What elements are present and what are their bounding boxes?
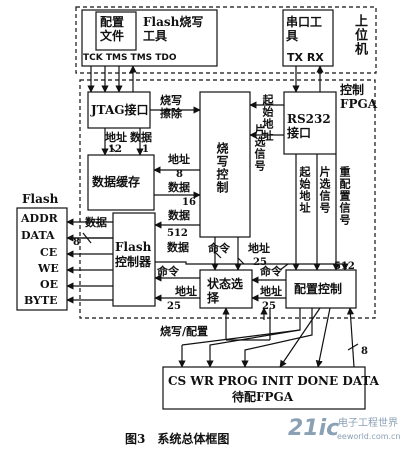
watermark-url: eeworld.com.cn <box>337 432 400 441</box>
rs232-block <box>283 91 337 155</box>
flash-chip-box <box>16 207 68 311</box>
sig-addr-a: 地址 <box>248 242 270 255</box>
flash-tool-box <box>81 9 218 67</box>
sig-n8-b: 8 <box>73 237 80 248</box>
sig-burn-config: 烧写/配置 <box>160 325 209 338</box>
sig-buf-data: 数据 <box>168 181 190 194</box>
sig-fc-data-2: 数据 <box>167 241 189 254</box>
sig-cmd-a: 命令 <box>208 242 230 255</box>
buffer-block <box>87 154 155 211</box>
sig-n8-a: 8 <box>176 169 183 180</box>
sig-n512-b: 512 <box>334 261 355 272</box>
target-pins-label: CS WR PROG INIT DONE DATA <box>168 374 379 388</box>
serial-tool-box <box>282 9 334 67</box>
sig-cmd-b: 命令 <box>157 265 179 278</box>
sig-jtag-addr: 地址 <box>105 131 127 144</box>
watermark-logo: 21ic <box>288 416 340 441</box>
flash-ctrl-block <box>112 212 156 307</box>
flash-pin-data: DATA <box>21 229 55 242</box>
buffer-block-label: 数据缓存 <box>92 175 141 189</box>
flash-pin-addr: ADDR <box>21 212 58 225</box>
burn-ctrl-label: 烧写控制 <box>215 142 229 194</box>
sig-buf-addr: 地址 <box>168 153 190 166</box>
state-block-label: 状态选择 <box>207 277 244 305</box>
jtag-pins-label: TCK TMS TMS TDO <box>83 53 177 63</box>
sig-n25-a: 25 <box>253 257 267 268</box>
sig-n12: 12 <box>108 144 122 155</box>
target-fpga-box <box>162 366 366 410</box>
sig-chip-sel-a: 片选信号 <box>253 124 266 172</box>
sig-n512-a: 512 <box>167 228 188 239</box>
sig-burn-erase: 烧写擦除 <box>160 94 182 120</box>
flash-ctrl-label: Flash控制器 <box>115 240 152 269</box>
figure-caption: 图3 系统总体框图 <box>125 432 230 446</box>
burn-ctrl-block <box>199 91 251 238</box>
flash-pin-we: WE <box>38 262 59 275</box>
config-file-box <box>95 11 137 51</box>
sig-n25-c: 25 <box>262 301 276 312</box>
rs232-block-label: RS232接口 <box>287 112 331 140</box>
sig-jtag-data: 数据 <box>130 131 152 144</box>
jtag-block-label: JTAG接口 <box>91 103 149 117</box>
config-ctrl-label: 配置控制 <box>294 282 343 296</box>
target-title: 待配FPGA <box>232 390 294 404</box>
flash-pin-byte: BYTE <box>24 294 58 307</box>
config-file-label: 配置文件 <box>100 15 125 43</box>
sig-start-addr-b: 起始地址 <box>298 166 311 214</box>
sig-flash-data: 数据 <box>85 216 107 229</box>
fpga-title: 控制FPGA <box>340 83 378 111</box>
sig-n16: 16 <box>182 197 196 208</box>
sig-fc-data: 数据 <box>168 209 190 222</box>
flash-pin-ce: CE <box>40 246 58 259</box>
serial-pins-label: TX RX <box>287 51 324 64</box>
sig-n25-b: 25 <box>167 301 181 312</box>
serial-tool-label: 串口工具 <box>286 15 323 43</box>
fpga-frame <box>79 79 376 319</box>
watermark-name: 电子工程世界 <box>338 418 398 429</box>
flash-tool-label: Flash烧写工具 <box>143 15 204 43</box>
sig-addr-b: 地址 <box>175 285 197 298</box>
sig-n8-c: 8 <box>361 346 368 357</box>
sig-start-addr-a: 起始地址 <box>261 94 274 142</box>
flash-chip-title: Flash <box>22 192 59 206</box>
upper-pc-frame <box>75 6 377 74</box>
config-ctrl-block <box>285 269 357 309</box>
sig-cmd-c: 命令 <box>260 265 282 278</box>
sig-n1: 1 <box>142 144 149 155</box>
sig-addr-c: 地址 <box>260 285 282 298</box>
sig-chip-sel-b: 片选信号 <box>318 166 331 214</box>
sig-reconfig: 重配置信号 <box>338 166 351 226</box>
upper-pc-title: 上位机 <box>352 14 367 56</box>
flash-pin-oe: OE <box>40 278 58 291</box>
